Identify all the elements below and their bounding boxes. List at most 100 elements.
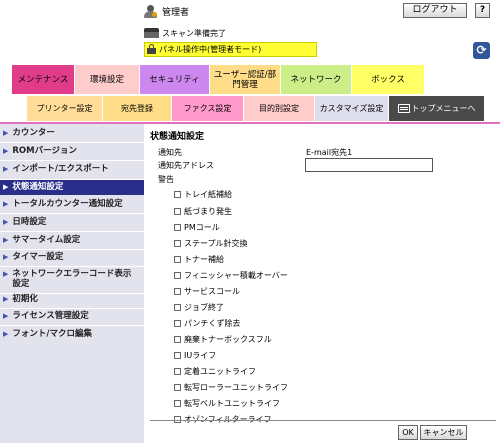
checkbox[interactable]	[174, 383, 181, 391]
tab-security[interactable]: セキュリティ	[140, 65, 210, 94]
tab-printer-settings[interactable]: プリンター設定	[27, 96, 103, 121]
sidebar-item-network-error-code[interactable]: ▶ネットワークエラーコード表示設定	[0, 269, 144, 293]
checkbox[interactable]	[174, 351, 181, 359]
help-button[interactable]: ?	[475, 3, 490, 18]
check-label: フィニッシャー積載オーバー	[184, 270, 288, 280]
arrow-right-icon: ▶	[3, 147, 9, 155]
sidebar-item-font-macro[interactable]: ▶フォント/マクロ編集	[0, 329, 144, 343]
sidebar-item-label: ROMバージョン	[12, 146, 77, 156]
dest-value: E-mail宛先1	[306, 148, 353, 157]
tab-purpose-settings[interactable]: 目的別設定	[244, 96, 315, 121]
sidebar-item-rom-version[interactable]: ▶ROMバージョン	[0, 146, 144, 160]
sub-tabs: プリンター設定 宛先登録 ファクス設定 目的別設定 カスタマイズ設定 トップメニ…	[27, 96, 485, 121]
sidebar-divider	[0, 325, 144, 326]
check-label: 定着ユニットライフ	[184, 366, 256, 376]
check-paper-jam[interactable]: 紙づまり発生	[174, 205, 232, 217]
sidebar-divider	[0, 293, 144, 294]
checkbox[interactable]	[174, 287, 181, 295]
sidebar-item-counter[interactable]: ▶カウンター	[0, 128, 144, 142]
sidebar-item-label: トータルカウンター通知設定	[12, 199, 123, 209]
address-input[interactable]	[305, 158, 433, 172]
tab-address-registration[interactable]: 宛先登録	[103, 96, 172, 121]
arrow-right-icon: ▶	[3, 312, 9, 320]
menu-icon	[397, 104, 410, 113]
arrow-right-icon: ▶	[3, 330, 9, 338]
sidebar-item-date-time[interactable]: ▶日時設定	[0, 217, 144, 231]
sidebar-divider	[0, 231, 144, 232]
arrow-right-icon: ▶	[3, 270, 9, 278]
arrow-right-icon: ▶	[3, 218, 9, 226]
checkbox[interactable]	[174, 303, 181, 311]
scanner-icon	[144, 28, 159, 38]
check-staple[interactable]: ステープル針交換	[174, 237, 248, 249]
check-fusing-unit[interactable]: 定着ユニットライフ	[174, 365, 256, 377]
check-toner[interactable]: トナー補給	[174, 253, 224, 265]
panel-status-text: パネル操作中(管理者モード)	[159, 45, 262, 54]
check-pm-call[interactable]: PMコール	[174, 221, 220, 233]
arrow-right-icon: ▶	[3, 236, 9, 244]
sidebar: ▶カウンター ▶ROMバージョン ▶インポート/エクスポート ▶状態通知設定 ▶…	[0, 124, 144, 443]
machine-status: スキャン準備完了	[144, 26, 226, 40]
tab-maintenance[interactable]: メンテナンス	[12, 65, 75, 94]
checkbox[interactable]	[174, 223, 181, 231]
sidebar-divider	[0, 179, 144, 180]
checkbox[interactable]	[174, 335, 181, 343]
check-label: ステープル針交換	[184, 238, 248, 248]
checkbox[interactable]	[174, 255, 181, 263]
sidebar-item-label: ネットワークエラーコード表示設定	[12, 269, 132, 289]
checkbox[interactable]	[174, 415, 181, 423]
tab-environment[interactable]: 環境設定	[75, 65, 140, 94]
sidebar-item-import-export[interactable]: ▶インポート/エクスポート	[0, 164, 144, 178]
check-tray-paper[interactable]: トレイ紙補給	[174, 188, 232, 200]
tab-network[interactable]: ネットワーク	[281, 65, 352, 94]
sidebar-item-label: タイマー設定	[12, 252, 64, 262]
ok-button[interactable]: OK	[398, 425, 418, 440]
checkbox[interactable]	[174, 399, 181, 407]
sidebar-item-license[interactable]: ▶ライセンス管理設定	[0, 311, 144, 325]
sidebar-item-timer[interactable]: ▶タイマー設定	[0, 252, 144, 266]
panel-status: パネル操作中(管理者モード)	[144, 42, 317, 57]
main-tabs: メンテナンス 環境設定 セキュリティ ユーザー認証/部門管理 ネットワーク ボッ…	[12, 65, 425, 94]
tab-customize-settings[interactable]: カスタマイズ設定	[315, 96, 389, 121]
sidebar-item-label: カウンター	[12, 128, 55, 138]
top-menu-button[interactable]: トップメニューへ	[389, 96, 485, 121]
sidebar-item-total-counter-notification[interactable]: ▶トータルカウンター通知設定	[0, 199, 144, 213]
footer-divider	[150, 420, 496, 421]
check-transfer-roller[interactable]: 転写ローラーユニットライフ	[174, 381, 288, 393]
checkbox[interactable]	[174, 207, 181, 215]
sidebar-item-label: 初期化	[12, 294, 38, 304]
refresh-icon[interactable]: ⟳	[473, 42, 490, 59]
sidebar-item-summer-time[interactable]: ▶サマータイム設定	[0, 235, 144, 249]
checkbox[interactable]	[174, 367, 181, 375]
check-iu-life[interactable]: IUライフ	[174, 349, 216, 361]
check-label: PMコール	[184, 222, 220, 232]
checkbox[interactable]	[174, 271, 181, 279]
arrow-right-icon: ▶	[3, 129, 9, 137]
arrow-right-icon: ▶	[3, 165, 9, 173]
cancel-button[interactable]: キャンセル	[420, 425, 467, 440]
sidebar-item-label: 日時設定	[12, 217, 47, 227]
checkbox[interactable]	[174, 319, 181, 327]
check-job-end[interactable]: ジョブ終了	[174, 301, 224, 313]
check-label: IUライフ	[184, 350, 217, 360]
check-service-call[interactable]: サービスコール	[174, 285, 240, 297]
tab-fax-settings[interactable]: ファクス設定	[172, 96, 244, 121]
check-transfer-belt[interactable]: 転写ベルトユニットライフ	[174, 397, 280, 409]
arrow-right-icon: ▶	[3, 253, 9, 261]
checkbox[interactable]	[174, 190, 181, 198]
arrow-right-icon: ▶	[3, 200, 9, 208]
arrow-right-icon: ▶	[3, 295, 9, 303]
admin-user-icon	[144, 4, 158, 18]
check-waste-toner[interactable]: 廃棄トナーボックスフル	[174, 333, 272, 345]
checkbox[interactable]	[174, 239, 181, 247]
check-punch-waste[interactable]: パンチくず除去	[174, 317, 240, 329]
sidebar-item-initialize[interactable]: ▶初期化	[0, 294, 144, 308]
check-finisher-overflow[interactable]: フィニッシャー積載オーバー	[174, 269, 288, 281]
dest-label: 通知先	[158, 148, 182, 157]
tab-user-auth[interactable]: ユーザー認証/部門管理	[210, 65, 281, 94]
sidebar-item-status-notification[interactable]: ▶状態通知設定	[0, 180, 144, 195]
check-ozone-filter[interactable]: オゾンフィルターライフ	[174, 413, 272, 425]
tab-box[interactable]: ボックス	[352, 65, 425, 94]
logout-button[interactable]: ログアウト	[403, 3, 467, 18]
user-info: 管理者	[144, 3, 189, 19]
